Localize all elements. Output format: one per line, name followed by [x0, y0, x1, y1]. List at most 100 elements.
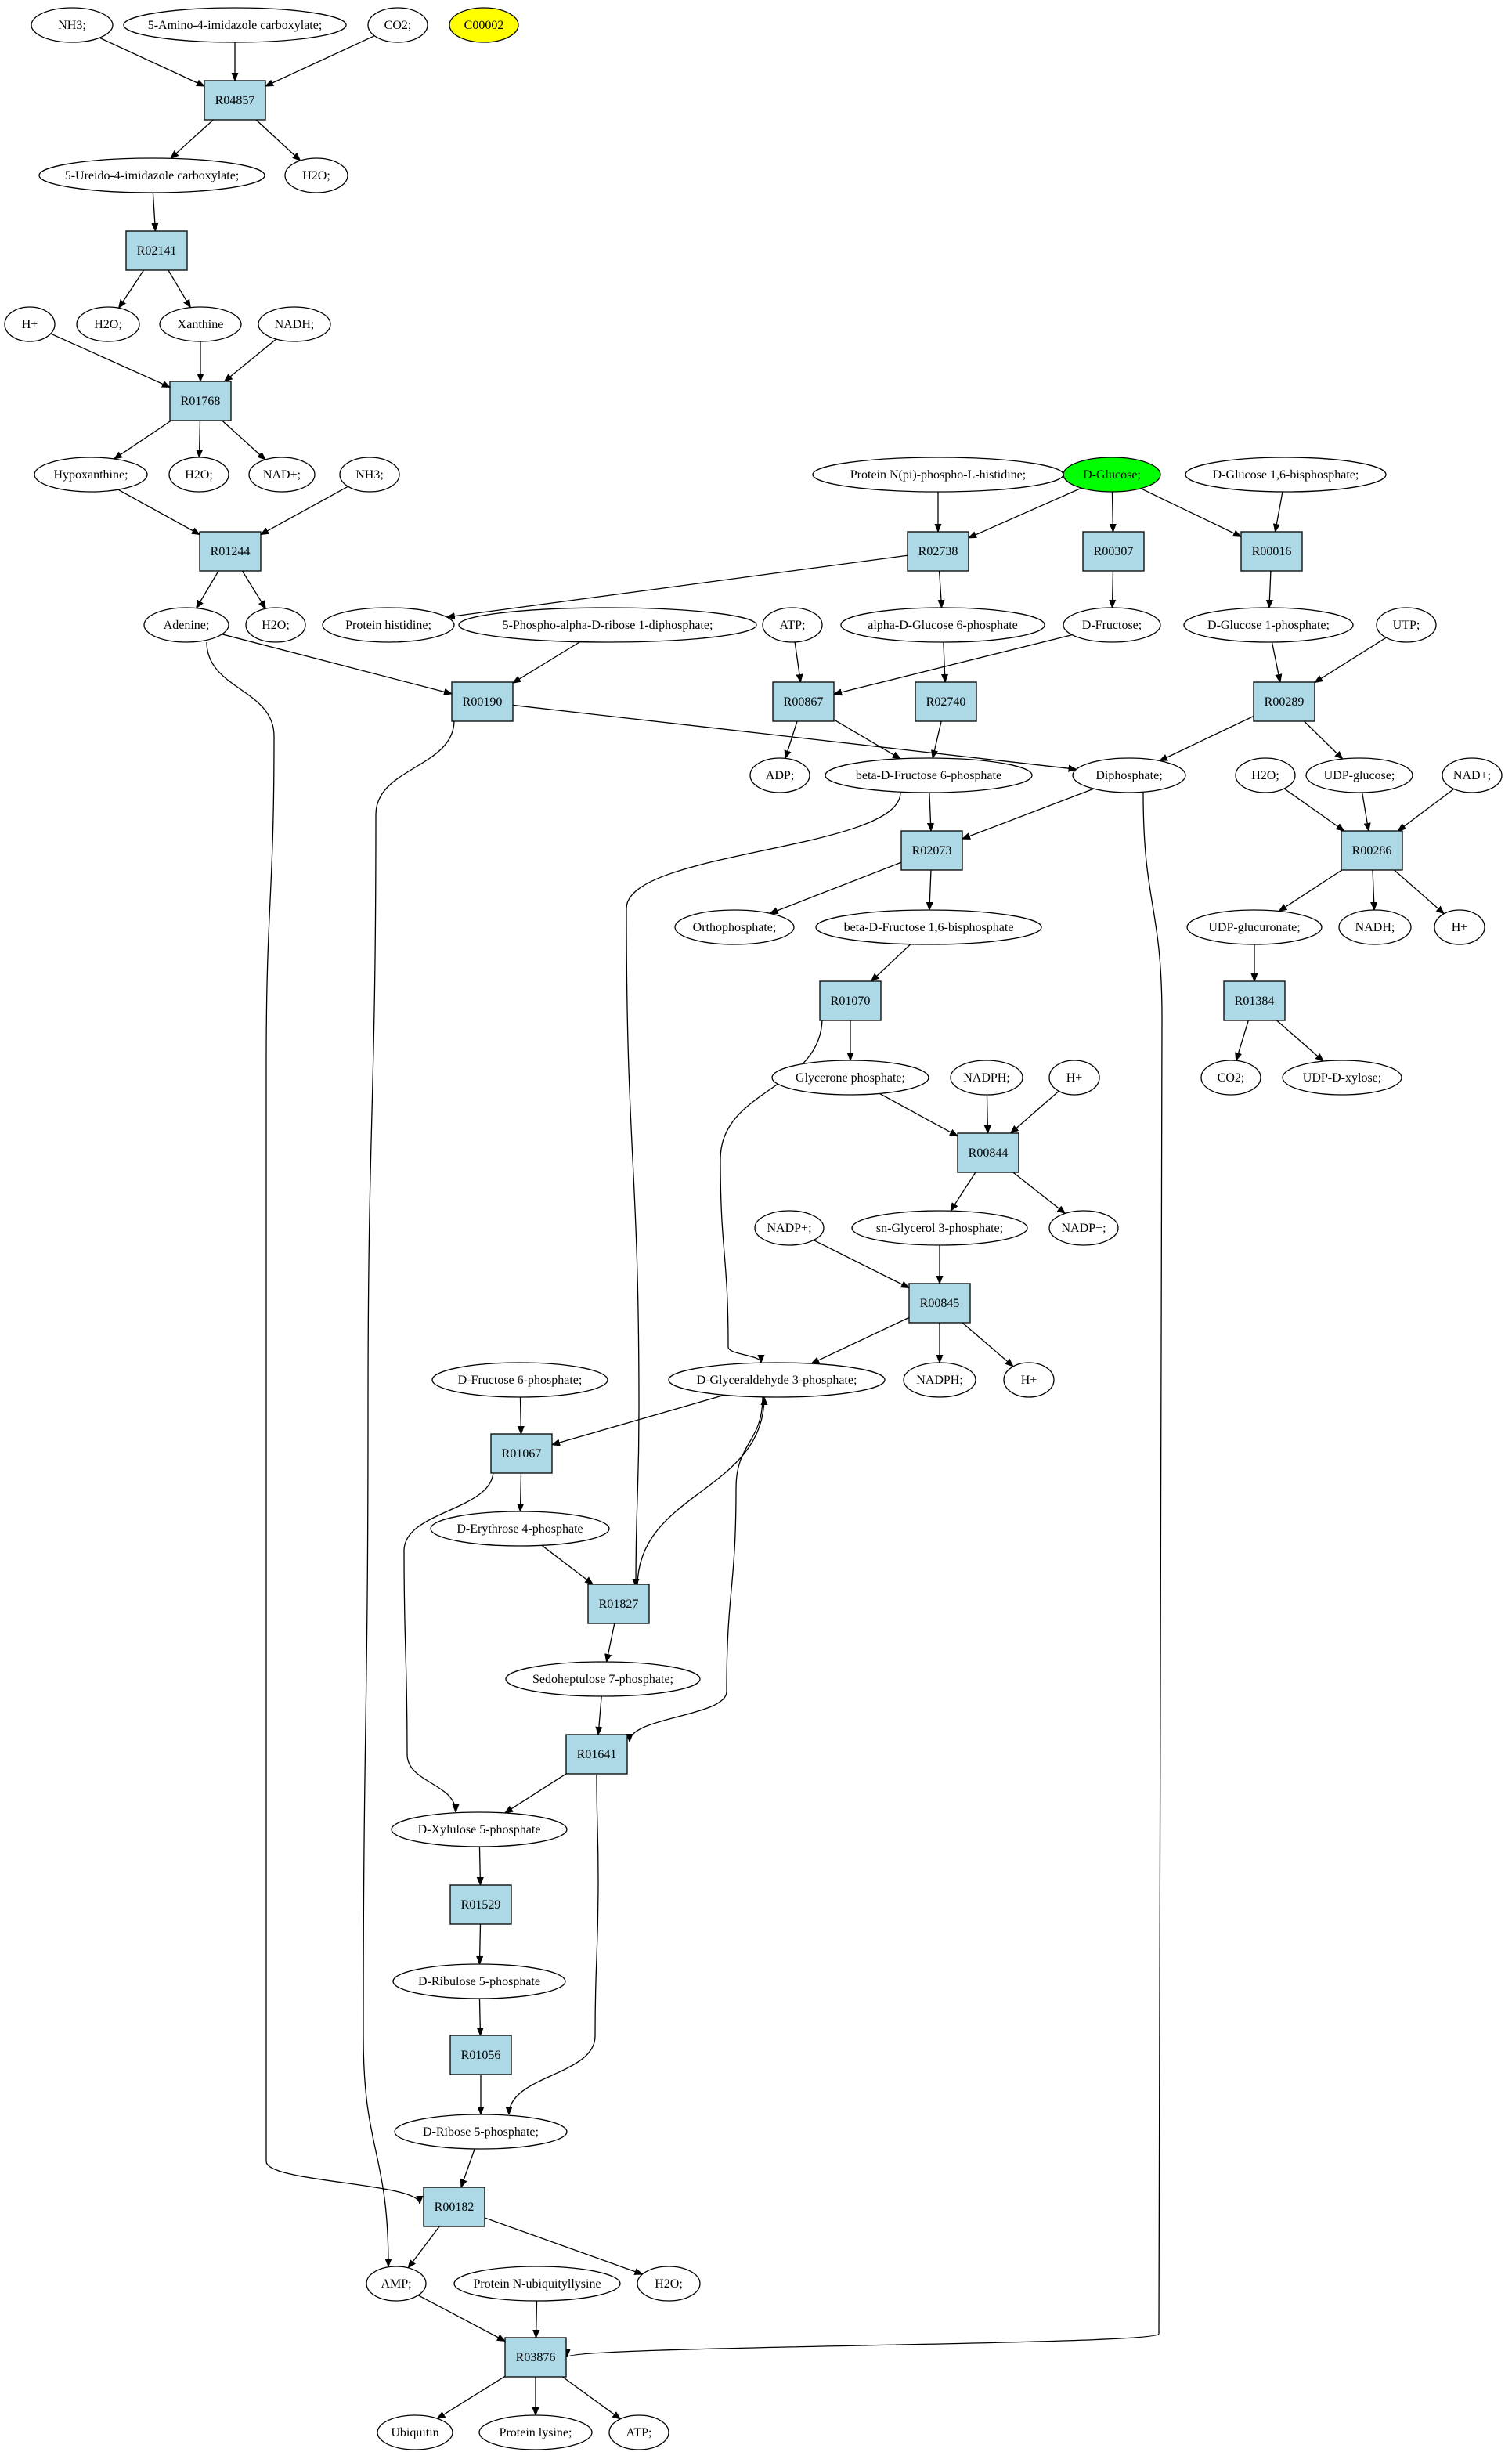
- compound-node-ureido[interactable]: 5-Ureido-4-imidazole carboxylate;: [38, 157, 265, 193]
- compound-node-atp_a[interactable]: ATP;: [762, 607, 823, 643]
- compound-node-h2o_a[interactable]: H2O;: [284, 157, 348, 193]
- compound-node-h2o_b[interactable]: H2O;: [76, 306, 140, 342]
- compound-node-hplus_d[interactable]: H+: [1003, 1362, 1055, 1398]
- edge-dglucose-to-r00016: [1140, 488, 1241, 537]
- node-label: H+: [1066, 1071, 1083, 1085]
- compound-node-h2o_d[interactable]: H2O;: [245, 607, 306, 643]
- compound-node-adp[interactable]: ADP;: [749, 757, 810, 793]
- compound-node-beta_f16bp[interactable]: beta-D-Fructose 1,6-bisphosphate: [815, 909, 1042, 945]
- compound-node-co2_a[interactable]: CO2;: [367, 7, 428, 43]
- reaction-node-r00845[interactable]: R00845: [908, 1283, 971, 1324]
- reaction-node-r00016[interactable]: R00016: [1240, 531, 1303, 572]
- compound-node-nadph_a[interactable]: NADPH;: [950, 1060, 1023, 1096]
- compound-node-dgap[interactable]: D-Glyceraldehyde 3-phosphate;: [668, 1362, 886, 1398]
- compound-node-c00002[interactable]: C00002: [449, 7, 519, 43]
- reaction-node-r00867[interactable]: R00867: [772, 681, 835, 722]
- compound-node-h2o_e[interactable]: H2O;: [1235, 757, 1296, 793]
- reaction-node-r01384[interactable]: R01384: [1223, 980, 1286, 1021]
- compound-node-nadh_b[interactable]: NADH;: [1338, 909, 1412, 945]
- compound-node-protein_lysine[interactable]: Protein lysine;: [478, 2414, 593, 2450]
- compound-node-dglucose[interactable]: D-Glucose;: [1063, 457, 1161, 493]
- compound-node-hplus_c[interactable]: H+: [1048, 1060, 1100, 1096]
- compound-node-udp_glucuronate[interactable]: UDP-glucuronate;: [1186, 909, 1323, 945]
- reaction-node-r01529[interactable]: R01529: [449, 1884, 512, 1925]
- compound-node-xanthine[interactable]: Xanthine: [159, 306, 242, 342]
- compound-node-hypoxanthine[interactable]: Hypoxanthine;: [34, 457, 148, 493]
- compound-node-utp[interactable]: UTP;: [1376, 607, 1437, 643]
- compound-node-adenine[interactable]: Adenine;: [143, 607, 229, 643]
- compound-node-dglucose1p[interactable]: D-Glucose 1-phosphate;: [1183, 607, 1354, 643]
- reaction-node-r00307[interactable]: R00307: [1082, 531, 1145, 572]
- reaction-node-r00286[interactable]: R00286: [1341, 830, 1403, 871]
- compound-node-nadh_a[interactable]: NADH;: [258, 306, 331, 342]
- compound-node-dxylulose5p[interactable]: D-Xylulose 5-phosphate: [391, 1811, 568, 1847]
- compound-node-prpp[interactable]: 5-Phospho-alpha-D-ribose 1-diphosphate;: [458, 607, 757, 643]
- compound-node-dglucose16bp[interactable]: D-Glucose 1,6-bisphosphate;: [1185, 457, 1387, 493]
- reaction-node-r01067[interactable]: R01067: [490, 1433, 553, 1474]
- reaction-node-r00844[interactable]: R00844: [957, 1132, 1019, 1173]
- compound-node-sn_g3p[interactable]: sn-Glycerol 3-phosphate;: [851, 1210, 1028, 1246]
- reaction-node-r04857[interactable]: R04857: [204, 80, 266, 121]
- compound-node-protein_his[interactable]: Protein histidine;: [322, 607, 455, 643]
- reaction-node-r02738[interactable]: R02738: [907, 531, 969, 572]
- reaction-node-r00289[interactable]: R00289: [1253, 681, 1315, 722]
- compound-ellipse: [322, 607, 455, 643]
- reaction-node-r01070[interactable]: R01070: [819, 980, 882, 1021]
- compound-node-dfructose6p[interactable]: D-Fructose 6-phosphate;: [431, 1362, 608, 1398]
- compound-node-nadplus_a[interactable]: NAD+;: [248, 457, 316, 493]
- compound-node-h2o_f[interactable]: H2O;: [637, 2266, 701, 2302]
- compound-node-dribose5p[interactable]: D-Ribose 5-phosphate;: [394, 2114, 568, 2150]
- reaction-node-r02073[interactable]: R02073: [900, 830, 963, 871]
- reaction-node-r02141[interactable]: R02141: [125, 230, 188, 271]
- compound-node-hplus_a[interactable]: H+: [4, 306, 56, 342]
- compound-ellipse: [284, 157, 348, 193]
- compound-node-dribulose5p[interactable]: D-Ribulose 5-phosphate: [392, 1963, 566, 1999]
- node-label: NH3;: [58, 19, 86, 32]
- compound-node-orthophosphate[interactable]: Orthophosphate;: [674, 909, 795, 945]
- compound-node-beta_f6p[interactable]: beta-D-Fructose 6-phosphate: [825, 757, 1033, 793]
- compound-node-glycerone_p[interactable]: Glycerone phosphate;: [771, 1060, 929, 1096]
- compound-node-nadpplus_b[interactable]: NADP+;: [1048, 1210, 1119, 1246]
- compound-node-protein_nphis[interactable]: Protein N(pi)-phospho-L-histidine;: [812, 457, 1064, 493]
- compound-node-h2o_c[interactable]: H2O;: [168, 457, 229, 493]
- edge-r01768-to-h2o_c: [199, 420, 200, 457]
- compound-node-amino_imid[interactable]: 5-Amino-4-imidazole carboxylate;: [123, 7, 347, 43]
- reaction-node-r00182[interactable]: R00182: [423, 2187, 485, 2227]
- node-label: NADP+;: [767, 1222, 811, 1235]
- node-label: H2O;: [1251, 769, 1279, 782]
- compound-ellipse: [1185, 457, 1387, 493]
- compound-node-nadplus_b[interactable]: NAD+;: [1442, 757, 1503, 793]
- compound-node-nadph_b[interactable]: NADPH;: [903, 1362, 976, 1398]
- compound-node-dfructose[interactable]: D-Fructose;: [1063, 607, 1161, 643]
- compound-node-derythrose4p[interactable]: D-Erythrose 4-phosphate: [430, 1511, 610, 1547]
- node-label: Glycerone phosphate;: [796, 1071, 905, 1085]
- compound-node-ubiquitin[interactable]: Ubiquitin: [377, 2414, 453, 2450]
- compound-node-amp[interactable]: AMP;: [366, 2266, 427, 2302]
- compound-node-nh3_b[interactable]: NH3;: [339, 457, 400, 493]
- compound-node-hplus_b[interactable]: H+: [1434, 909, 1485, 945]
- compound-node-alpha_g6p[interactable]: alpha-D-Glucose 6-phosphate: [840, 607, 1045, 643]
- reaction-node-r01056[interactable]: R01056: [449, 2035, 512, 2075]
- reaction-node-r03876[interactable]: R03876: [504, 2337, 567, 2378]
- compound-node-udp_xylose[interactable]: UDP-D-xylose;: [1282, 1060, 1402, 1096]
- compound-node-nadpplus_a[interactable]: NADP+;: [754, 1210, 825, 1246]
- compound-node-nh3_a[interactable]: NH3;: [31, 7, 114, 43]
- edge-dglucose-to-r02738: [969, 487, 1082, 539]
- compound-node-protein_nubiq[interactable]: Protein N-ubiquityllysine: [453, 2266, 621, 2302]
- edge-dribose5p-to-r00182: [461, 2148, 475, 2187]
- compound-node-udp_glucose[interactable]: UDP-glucose;: [1305, 757, 1413, 793]
- edge-r01768-to-nadplus_a: [222, 420, 265, 460]
- reaction-box: [907, 531, 969, 572]
- reaction-node-r01244[interactable]: R01244: [199, 531, 262, 572]
- reaction-node-r00190[interactable]: R00190: [451, 681, 514, 722]
- compound-node-diphosphate[interactable]: Diphosphate;: [1072, 757, 1186, 793]
- node-label: Adenine;: [164, 619, 210, 632]
- compound-node-sedoheptulose7p[interactable]: Sedoheptulose 7-phosphate;: [505, 1661, 701, 1697]
- reaction-node-r01768[interactable]: R01768: [169, 381, 232, 421]
- compound-node-co2_b[interactable]: CO2;: [1200, 1060, 1261, 1096]
- reaction-node-r02740[interactable]: R02740: [915, 681, 977, 722]
- compound-node-atp_b[interactable]: ATP;: [608, 2414, 669, 2450]
- reaction-node-r01641[interactable]: R01641: [565, 1734, 628, 1775]
- reaction-node-r01827[interactable]: R01827: [587, 1584, 650, 1624]
- edge-r04857-to-h2o_a: [255, 119, 300, 161]
